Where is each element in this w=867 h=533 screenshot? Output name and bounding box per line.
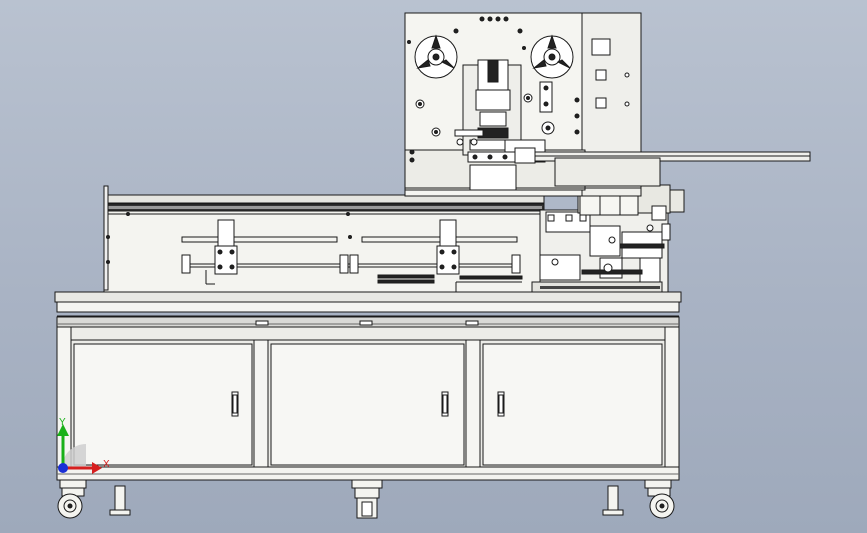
transfer-mechanism: [531, 184, 685, 293]
cabinet-door-center: [270, 343, 465, 466]
control-panel: [591, 38, 630, 109]
axis-triad-icon: [57, 424, 102, 474]
y-axis-label: Y: [59, 417, 66, 428]
output-rail: [514, 147, 811, 187]
feeder-module: [103, 185, 545, 293]
x-axis-label: X: [103, 459, 110, 470]
cabinet-door-right: [482, 343, 663, 466]
leveling-foot-icon: [109, 485, 624, 516]
cabinet-handle-icon: [231, 391, 505, 417]
cabinet-doors: [73, 343, 663, 466]
caster-wheel-icon: [57, 479, 675, 519]
tape-reel-icon: [414, 34, 574, 79]
cabinet-door-left: [73, 343, 253, 466]
